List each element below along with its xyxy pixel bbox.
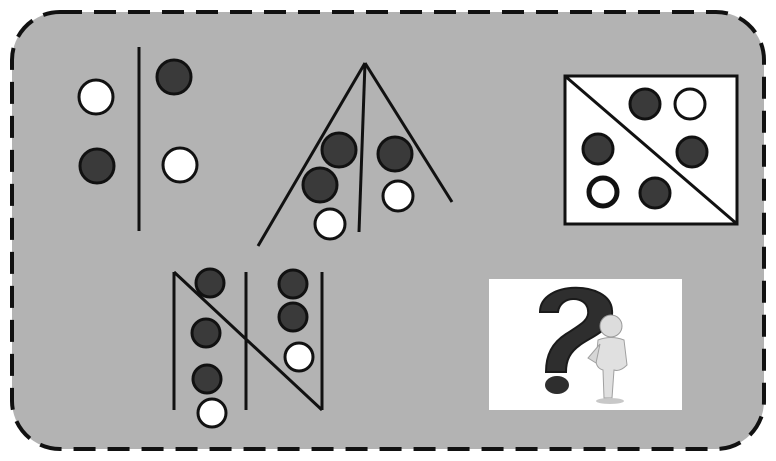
- dot-white: [675, 89, 705, 119]
- dot-black: [378, 137, 412, 171]
- dot-black: [583, 134, 613, 164]
- dot-black: [322, 133, 356, 167]
- dot-black: [193, 365, 221, 393]
- dot-white: [198, 399, 226, 427]
- dot-white: [383, 181, 413, 211]
- dot-white: [589, 178, 617, 206]
- dot-black: [196, 269, 224, 297]
- dot-black: [279, 303, 307, 331]
- panel-3: [565, 76, 737, 224]
- dot-black: [80, 149, 114, 183]
- dot-black: [640, 178, 670, 208]
- dot-white: [285, 343, 313, 371]
- dot-white: [79, 80, 113, 114]
- dot-white: [163, 148, 197, 182]
- panel-unknown: [489, 279, 682, 410]
- dot-black: [303, 168, 337, 202]
- dot-black: [157, 60, 191, 94]
- dot-white: [315, 209, 345, 239]
- dot-black: [630, 89, 660, 119]
- dot-black: [677, 137, 707, 167]
- dot-black: [192, 319, 220, 347]
- dot-black: [279, 270, 307, 298]
